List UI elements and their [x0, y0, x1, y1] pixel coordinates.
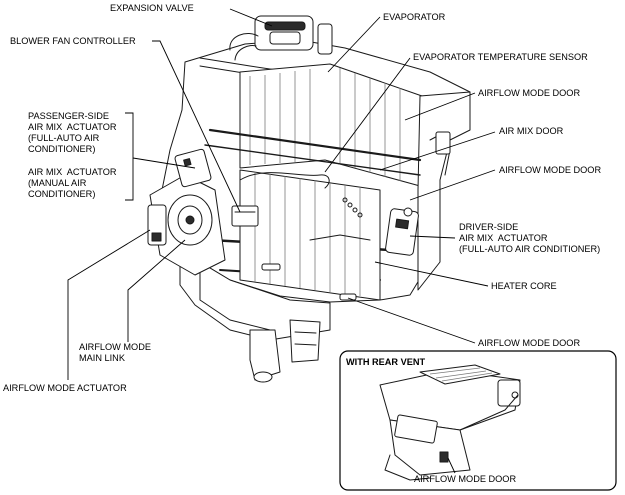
rear-vent-inset-frame	[339, 350, 617, 491]
driver-side-actuator-shape	[385, 207, 419, 256]
label-passenger-air-mix-actuator: PASSENGER-SIDE AIR MIX ACTUATOR (FULL-AU…	[28, 111, 117, 154]
label-heater-core: HEATER CORE	[491, 281, 557, 291]
label-blower-fan-controller: BLOWER FAN CONTROLLER	[10, 36, 136, 46]
label-airflow-mode-actuator: AIRFLOW MODE ACTUATOR	[3, 383, 127, 393]
label-airflow-mode-door-2: AIRFLOW MODE DOOR	[499, 165, 602, 175]
callout-leaders	[67, 8, 496, 380]
label-airflow-mode-door-3: AIRFLOW MODE DOOR	[478, 338, 581, 348]
label-air-mix-door: AIR MIX DOOR	[499, 126, 564, 136]
label-expansion-valve: EXPANSION VALVE	[110, 3, 194, 13]
label-evaporator-temperature-sensor: EVAPORATOR TEMPERATURE SENSOR	[413, 52, 588, 62]
label-airflow-mode-door-1: AIRFLOW MODE DOOR	[478, 88, 581, 98]
label-driver-air-mix-actuator: DRIVER-SIDE AIR MIX ACTUATOR (FULL-AUTO …	[459, 222, 601, 254]
expansion-valve-assembly	[229, 15, 333, 61]
heater-unit-housing	[147, 15, 471, 383]
label-air-mix-actuator-manual: AIR MIX ACTUATOR (MANUAL AIR CONDITIONER…	[28, 167, 117, 199]
label-airflow-mode-main-link: AIRFLOW MODE MAIN LINK	[79, 342, 151, 363]
label-airflow-mode-door-4: AIRFLOW MODE DOOR	[414, 474, 517, 484]
inset-title: WITH REAR VENT	[346, 357, 426, 367]
label-evaporator: EVAPORATOR	[383, 12, 446, 22]
